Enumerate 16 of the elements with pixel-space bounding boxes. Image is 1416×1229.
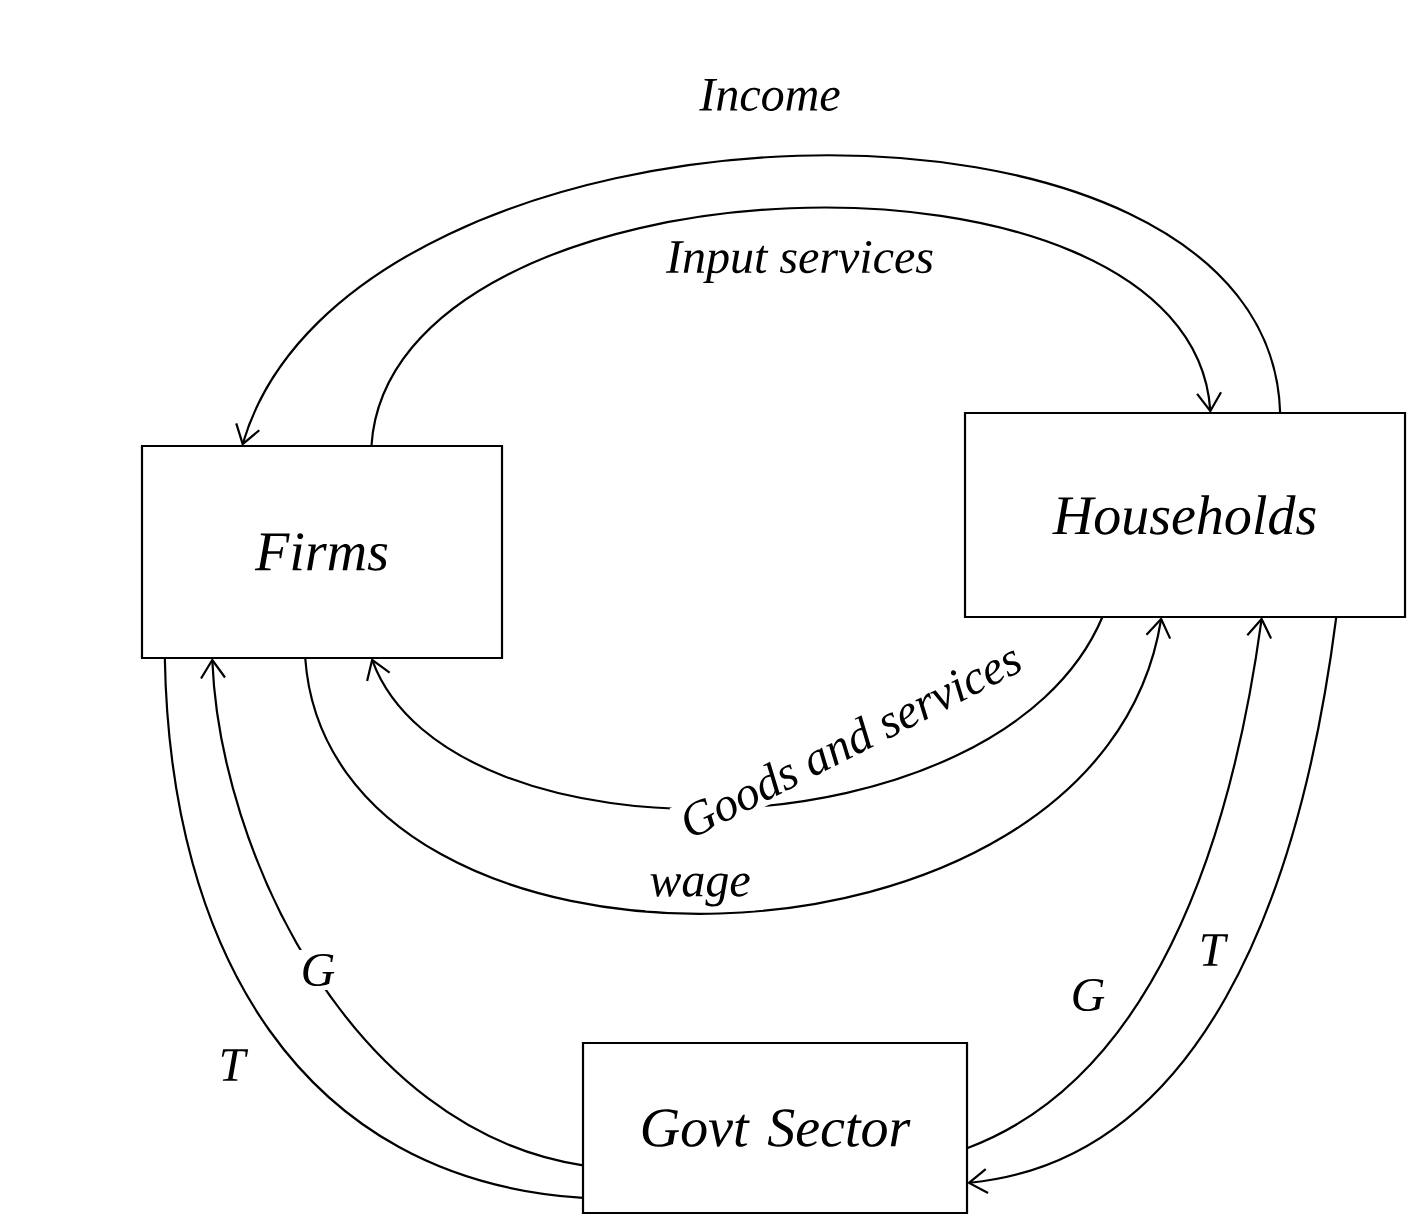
box: Firms xyxy=(140,444,504,660)
arrow xyxy=(370,207,1222,447)
arrow xyxy=(366,616,1104,810)
edge-label: G xyxy=(1066,974,1110,1016)
edge-label: Input services xyxy=(662,237,938,287)
box: Households xyxy=(963,411,1407,619)
arrow xyxy=(966,617,1273,1150)
arrow xyxy=(967,616,1338,1194)
edge-label: Income xyxy=(695,75,845,115)
edge-label: wage xyxy=(645,869,755,911)
arrow xyxy=(304,617,1172,915)
edge-label: T xyxy=(1194,930,1230,970)
box: Govt Sector xyxy=(581,1041,969,1215)
arrow xyxy=(235,154,1282,446)
edge-label: T xyxy=(214,1045,250,1085)
edge-label: G xyxy=(296,949,340,991)
